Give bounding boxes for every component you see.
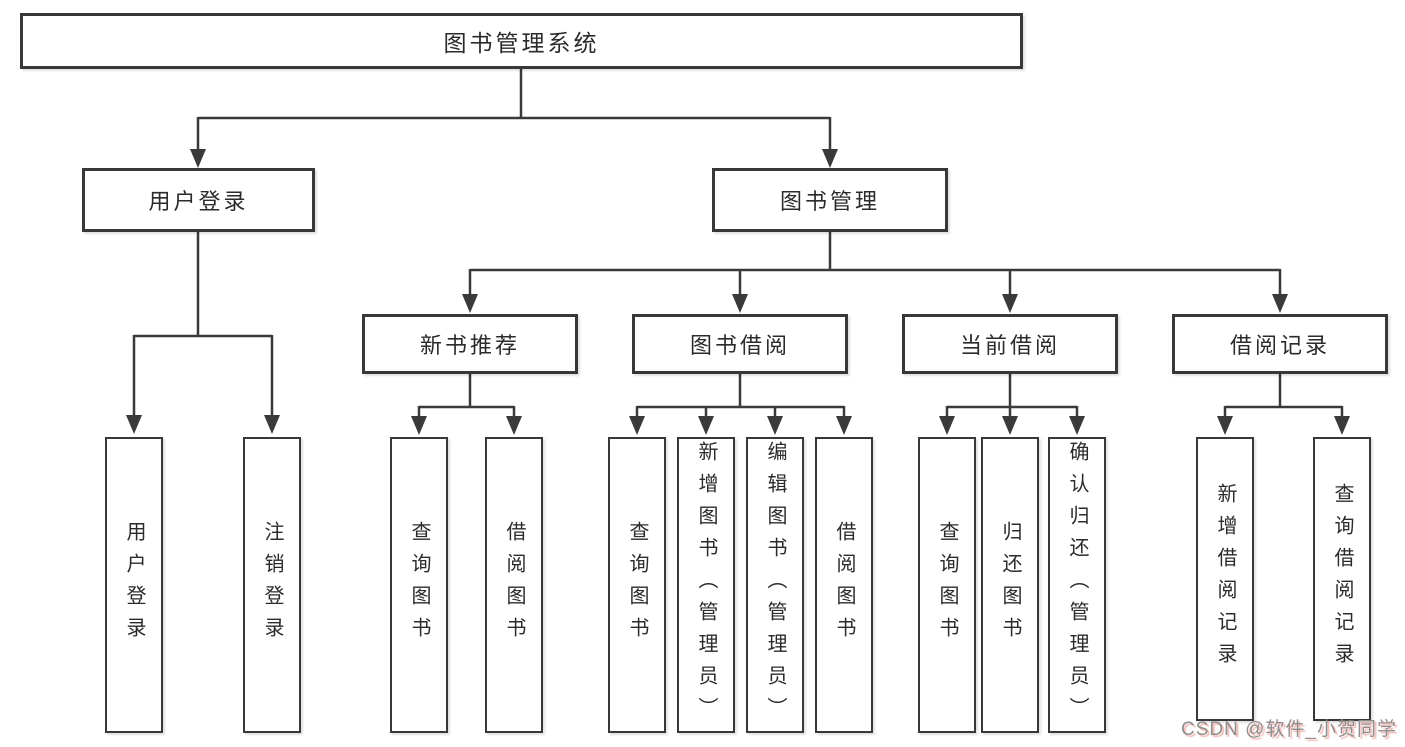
leaf-borrow-books-label: 借阅图书 (833, 521, 855, 649)
leaf-borrow-books: 借阅图书 (815, 437, 873, 733)
connector-root-to-level2 (190, 69, 838, 168)
leaf-query-borrow-record: 查询借阅记录 (1313, 437, 1371, 721)
node-new-book-recommend: 新书推荐 (362, 314, 578, 374)
node-library-system: 图书管理系统 (20, 13, 1023, 69)
leaf-return-books-label: 归还图书 (999, 521, 1021, 649)
leaf-logout-login: 注销登录 (243, 437, 301, 733)
leaf-confirm-return-admin-label: 确认归还（管理员） (1066, 441, 1088, 729)
node-user-login-label: 用户登录 (148, 189, 249, 214)
node-new-book-recommend-label: 新书推荐 (419, 333, 520, 358)
leaf-user-login: 用户登录 (105, 437, 163, 733)
leaf-borrow-books-recommend-label: 借阅图书 (503, 521, 525, 649)
leaf-edit-books-admin-label: 编辑图书（管理员） (764, 441, 786, 729)
node-borrow-records-label: 借阅记录 (1229, 333, 1330, 358)
node-current-borrowing: 当前借阅 (902, 314, 1118, 374)
leaf-query-books-current: 查询图书 (918, 437, 976, 733)
leaf-add-borrow-record: 新增借阅记录 (1196, 437, 1254, 721)
connector-new-book-recommend-children (411, 374, 522, 435)
leaf-add-borrow-record-label: 新增借阅记录 (1214, 483, 1236, 675)
leaf-user-login-label: 用户登录 (123, 521, 145, 649)
node-library-system-label: 图书管理系统 (443, 30, 600, 56)
leaf-edit-books-admin: 编辑图书（管理员） (746, 437, 804, 733)
csdn-watermark: CSDN @软件_小贺同学 (1181, 719, 1397, 740)
leaf-query-books-current-label: 查询图书 (936, 521, 958, 649)
connector-book-borrowing-children (629, 374, 852, 435)
leaf-query-books-recommend: 查询图书 (390, 437, 448, 733)
node-user-login: 用户登录 (82, 168, 315, 232)
leaf-return-books: 归还图书 (981, 437, 1039, 733)
node-book-borrowing: 图书借阅 (632, 314, 848, 374)
connector-borrow-records-children (1217, 374, 1350, 435)
leaf-add-books-admin-label: 新增图书（管理员） (695, 441, 717, 729)
connector-user-login-children (126, 232, 280, 434)
leaf-query-books-recommend-label: 查询图书 (408, 521, 430, 649)
leaf-query-books-borrowing-label: 查询图书 (626, 521, 648, 649)
node-borrow-records: 借阅记录 (1172, 314, 1388, 374)
leaf-confirm-return-admin: 确认归还（管理员） (1048, 437, 1106, 733)
leaf-logout-login-label: 注销登录 (261, 521, 283, 649)
leaf-query-borrow-record-label: 查询借阅记录 (1331, 483, 1353, 675)
leaf-add-books-admin: 新增图书（管理员） (677, 437, 735, 733)
connector-current-borrowing-children (939, 374, 1085, 435)
leaf-borrow-books-recommend: 借阅图书 (485, 437, 543, 733)
node-book-management-label: 图书管理 (779, 189, 880, 214)
node-book-borrowing-label: 图书借阅 (689, 333, 790, 358)
leaf-query-books-borrowing: 查询图书 (608, 437, 666, 733)
connector-book-management-children (462, 232, 1288, 313)
node-current-borrowing-label: 当前借阅 (959, 333, 1060, 358)
node-book-management: 图书管理 (712, 168, 948, 232)
